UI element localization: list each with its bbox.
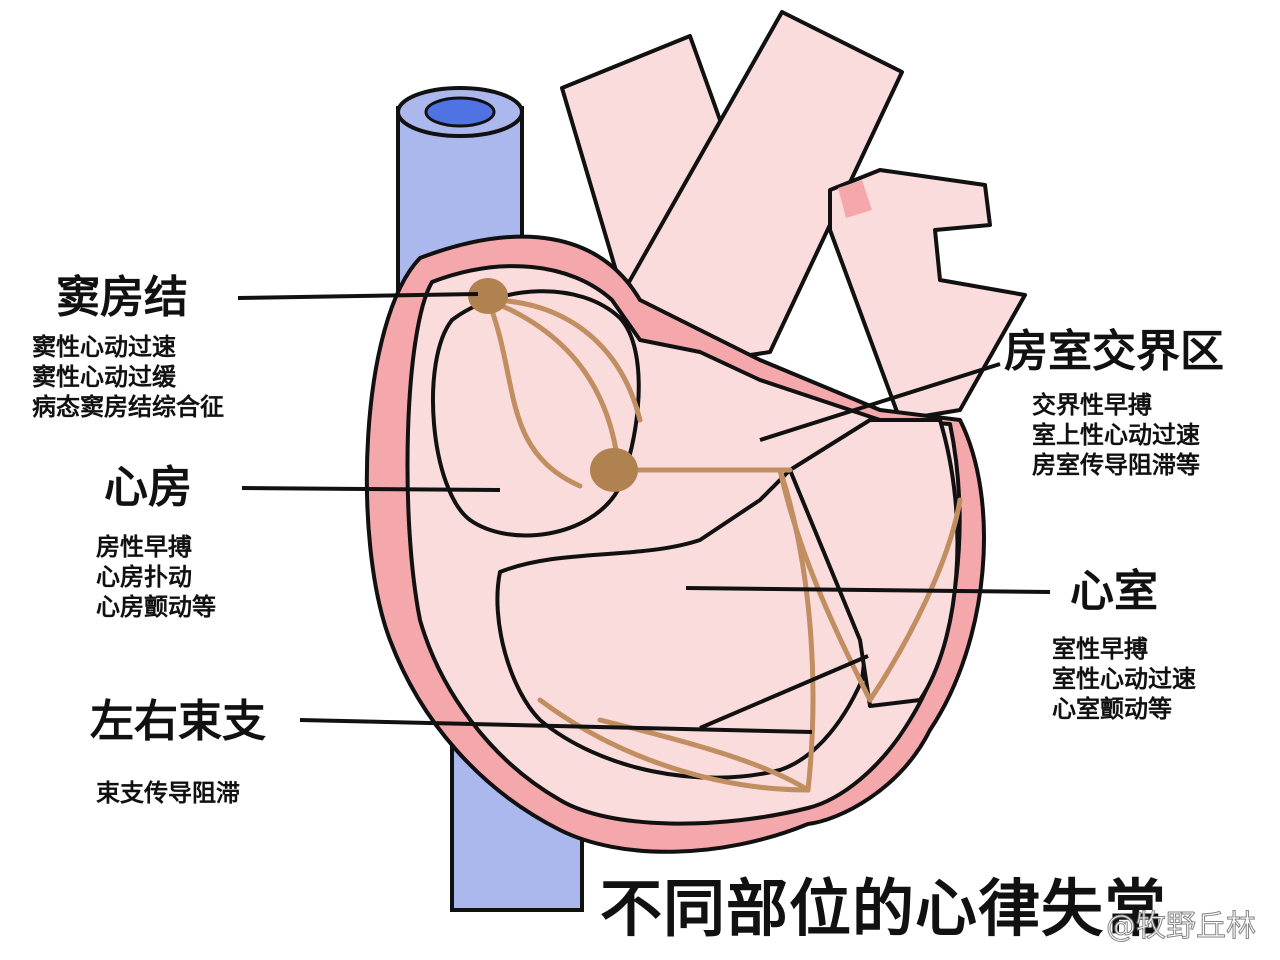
av-node-marker <box>590 448 638 492</box>
list-item: 室上性心动过速 <box>1032 421 1200 449</box>
list-item: 交界性早搏 <box>1032 391 1152 419</box>
bundle-branch-arrhythmia-list: 束支传导阻滞 <box>96 778 240 808</box>
diagram-title: 不同部位的心律失常 <box>600 872 1168 945</box>
ventricle-arrhythmia-list: 室性早搏 室性心动过速 心室颤动等 <box>1052 634 1196 724</box>
leader-ventricle <box>685 586 1051 594</box>
conduction-pathways <box>485 297 963 793</box>
watermark: @牧野丘林 <box>1106 909 1257 944</box>
leader-bundle-branch-2 <box>699 654 869 730</box>
list-item: 心室颤动等 <box>1052 695 1172 723</box>
ventricle-label: 心室 <box>1070 566 1158 617</box>
list-item: 病态窦房结综合征 <box>32 393 224 421</box>
list-item: 室性心动过速 <box>1052 665 1196 693</box>
sinus-node-arrhythmia-list: 窦性心动过速 窦性心动过缓 病态窦房结综合征 <box>32 332 224 422</box>
bundle-branch-label: 左右束支 <box>90 696 266 747</box>
sinus-node-label: 窦房结 <box>56 272 188 323</box>
leader-atrium <box>241 486 501 492</box>
leader-bundle-branch <box>299 718 813 734</box>
sinus-node-marker <box>468 278 508 314</box>
list-item: 窦性心动过缓 <box>32 363 176 391</box>
ventricle-chamber <box>495 468 872 780</box>
list-item: 心房颤动等 <box>96 593 216 621</box>
list-item: 束支传导阻滞 <box>96 779 240 807</box>
av-junction-label: 房室交界区 <box>1004 326 1224 377</box>
great-vessels <box>560 10 1027 422</box>
list-item: 窦性心动过速 <box>32 333 176 361</box>
list-item: 心房扑动 <box>96 563 192 591</box>
leader-lines <box>237 292 1051 734</box>
list-item: 房性早搏 <box>96 533 192 561</box>
list-item: 室性早搏 <box>1052 635 1148 663</box>
list-item: 房室传导阻滞等 <box>1032 451 1200 479</box>
atrium-arrhythmia-list: 房性早搏 心房扑动 心房颤动等 <box>96 532 216 622</box>
leader-sinus-node <box>237 292 479 300</box>
av-junction-arrhythmia-list: 交界性早搏 室上性心动过速 房室传导阻滞等 <box>1032 390 1200 480</box>
atrium-label: 心房 <box>104 462 192 513</box>
leader-av-junction <box>759 362 1001 442</box>
left-ventricle <box>788 418 960 708</box>
